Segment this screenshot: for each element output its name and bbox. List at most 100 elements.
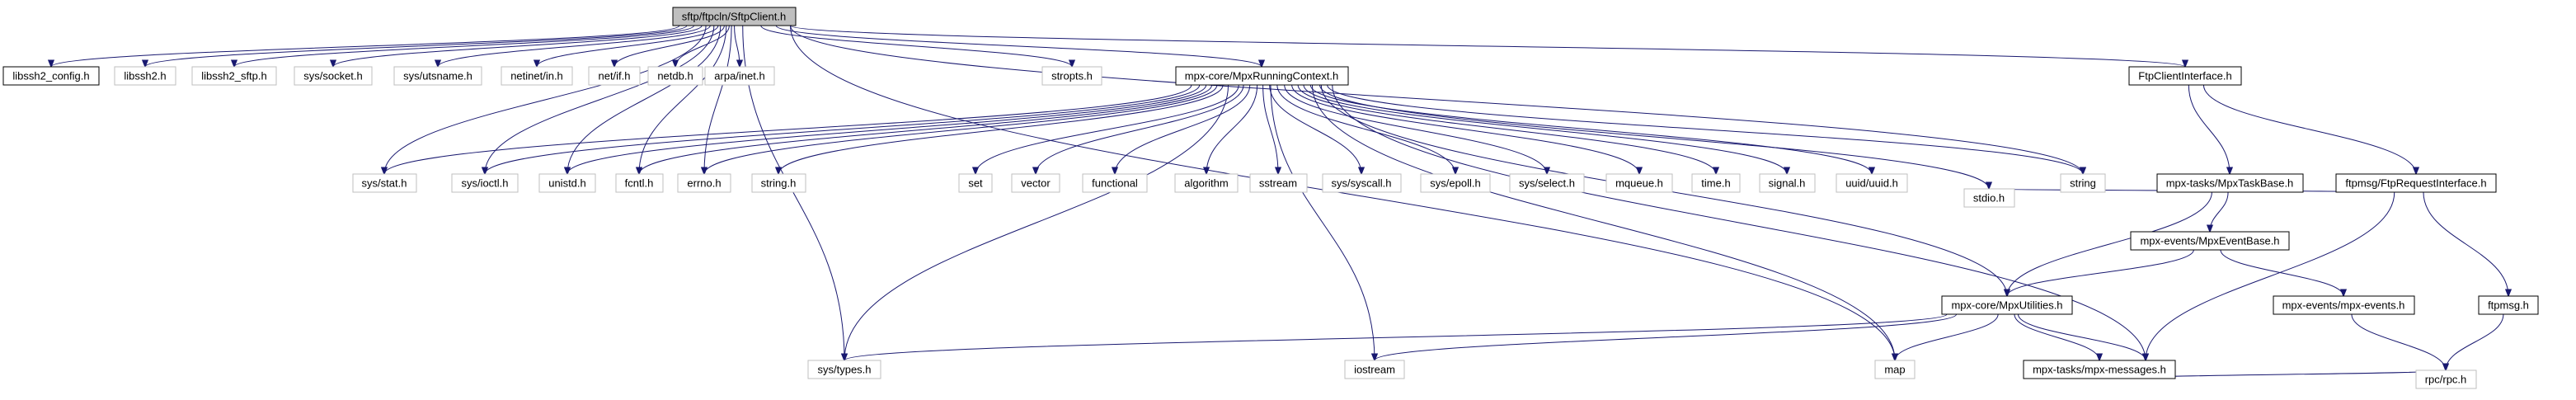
node-box (672, 7, 797, 26)
node-box (2478, 295, 2539, 315)
node-mpxevents[interactable]: mpx-events/mpx-events.h (2273, 295, 2415, 315)
node-box (501, 66, 573, 86)
node-label: sstream (1259, 177, 1297, 190)
edge-mpxctx-to-sys-stat (384, 84, 1192, 174)
edge-ftpclientif-to-mpxtaskbase (2188, 84, 2230, 174)
edge-mpxctx-to-stdlib (1332, 84, 2146, 360)
node-box (1509, 173, 1585, 193)
node-box (2415, 369, 2477, 389)
node-label: signal.h (1769, 177, 1806, 190)
node-epoll: sys/epoll.h (1420, 173, 1491, 193)
node-ftpmsg[interactable]: ftpmsg.h (2478, 295, 2539, 315)
nodes-layer: sftp/ftpcln/SftpClient.h libssh2_config.h… (2, 7, 2539, 389)
node-label: sys/ioctl.h (461, 177, 508, 190)
edge-mpxctx-to-string (1327, 84, 2083, 174)
node-label: netdb.h (657, 70, 693, 82)
node-root[interactable]: sftp/ftpcln/SftpClient.h (672, 7, 797, 26)
edge-mpxutil-to-sys-types (844, 313, 1948, 360)
node-label: map (1884, 364, 1905, 376)
node-label: rpc/rpc.h (2425, 374, 2467, 386)
node-ftpreqif[interactable]: ftpmsg/FtpRequestInterface.h (2335, 173, 2497, 193)
node-box (294, 66, 373, 86)
node-box (2130, 231, 2290, 251)
node-map: map (1874, 360, 1916, 379)
edge-mpxctx-to-functional (1115, 84, 1251, 174)
edge-root-to-arpa-inet (734, 25, 740, 67)
edge-root-to-socket (333, 25, 703, 67)
edge-mpxctx-to-sys-ioctl (485, 84, 1201, 174)
node-box (1836, 173, 1908, 193)
edge-mpxeventbase-to-mpxutil (2007, 249, 2194, 296)
node-utsname: sys/utsname.h (393, 66, 482, 86)
node-label: functional (1092, 177, 1138, 190)
edge-root-to-fcntl (639, 25, 727, 174)
node-libssh2: libssh2.h (114, 66, 176, 86)
node-label: set (968, 177, 983, 190)
node-box (1420, 173, 1491, 193)
edge-root-to-libssh2 (145, 25, 688, 67)
node-label: vector (1021, 177, 1051, 190)
node-label: netinet/in.h (510, 70, 563, 82)
edge-ftpreqif-to-ftpmsg (2423, 191, 2508, 296)
node-box (2273, 295, 2415, 315)
node-label: stropts.h (1051, 70, 1093, 82)
node-label: mqueue.h (1615, 177, 1663, 190)
node-stdio: stdio.h (1963, 188, 2015, 208)
edge-root-to-sys-stat (384, 25, 707, 174)
node-box (1011, 173, 1060, 193)
edge-mpxctx-to-sstream (1262, 84, 1278, 174)
node-libssh2-config[interactable]: libssh2_config.h (2, 66, 100, 86)
node-label: sys/stat.h (362, 177, 407, 190)
node-box (751, 173, 806, 193)
edge-mpxctx-to-vector (1036, 84, 1244, 174)
edge-root-to-string (790, 25, 2084, 174)
node-box (1249, 173, 1308, 193)
node-box (451, 173, 519, 193)
edge-mpxctx-to-epoll (1276, 84, 1455, 174)
node-unistd: unistd.h (538, 173, 596, 193)
node-mpxctx[interactable]: mpx-core/MpxRunningContext.h (1175, 66, 1349, 86)
node-box (1941, 295, 2073, 315)
node-ftpclientif[interactable]: FtpClientInterface.h (2128, 66, 2242, 86)
edge-mpxctx-to-set (975, 84, 1239, 174)
node-box (1344, 360, 1405, 379)
node-rpc: rpc/rpc.h (2415, 369, 2477, 389)
node-box (1041, 66, 1102, 86)
node-box (1174, 173, 1239, 193)
node-box (615, 173, 664, 193)
node-box (807, 360, 881, 379)
node-mpxeventbase[interactable]: mpx-events/MpxEventBase.h (2130, 231, 2290, 251)
node-mpxtaskbase[interactable]: mpx-tasks/MpxTaskBase.h (2156, 173, 2304, 193)
node-box (588, 66, 641, 86)
node-signal: signal.h (1759, 173, 1816, 193)
node-label: sys/types.h (817, 364, 871, 376)
node-label: algorithm (1184, 177, 1228, 190)
node-uuid: uuid/uuid.h (1836, 173, 1908, 193)
node-label: mpx-tasks/mpx-messages.h (2033, 364, 2166, 376)
edge-ftpclientif-to-ftpreqif (2202, 84, 2416, 174)
node-label: time.h (1701, 177, 1730, 190)
edge-root-to-errno (704, 25, 732, 174)
node-net-if: net/if.h (588, 66, 641, 86)
edge-mpxtaskbase-to-mpxeventbase (2210, 191, 2229, 232)
edge-root-to-stropts (760, 25, 1072, 67)
edge-root-to-ftpclientif (790, 25, 2186, 67)
node-label: ftpmsg.h (2488, 299, 2529, 312)
node-mpxmessages[interactable]: mpx-tasks/mpx-messages.h (2023, 360, 2176, 379)
edge-mpxctx-to-uuid (1309, 84, 1872, 174)
node-label: errno.h (687, 177, 721, 190)
node-box (647, 66, 703, 86)
node-stropts: stropts.h (1041, 66, 1102, 86)
edge-root-to-utsname (438, 25, 711, 67)
node-netinet-in: netinet/in.h (501, 66, 573, 86)
edge-root-to-netinet-in (537, 25, 719, 67)
node-time-h: time.h (1691, 173, 1741, 193)
node-socket: sys/socket.h (294, 66, 373, 86)
node-label: unistd.h (548, 177, 586, 190)
node-label: libssh2_config.h (12, 70, 89, 82)
node-sys-types: sys/types.h (807, 360, 881, 379)
edge-mpxeventbase-to-mpxevents (2220, 249, 2343, 296)
edges-layer (51, 25, 2508, 379)
node-box (958, 173, 993, 193)
node-mpxutil[interactable]: mpx-core/MpxUtilities.h (1941, 295, 2073, 315)
